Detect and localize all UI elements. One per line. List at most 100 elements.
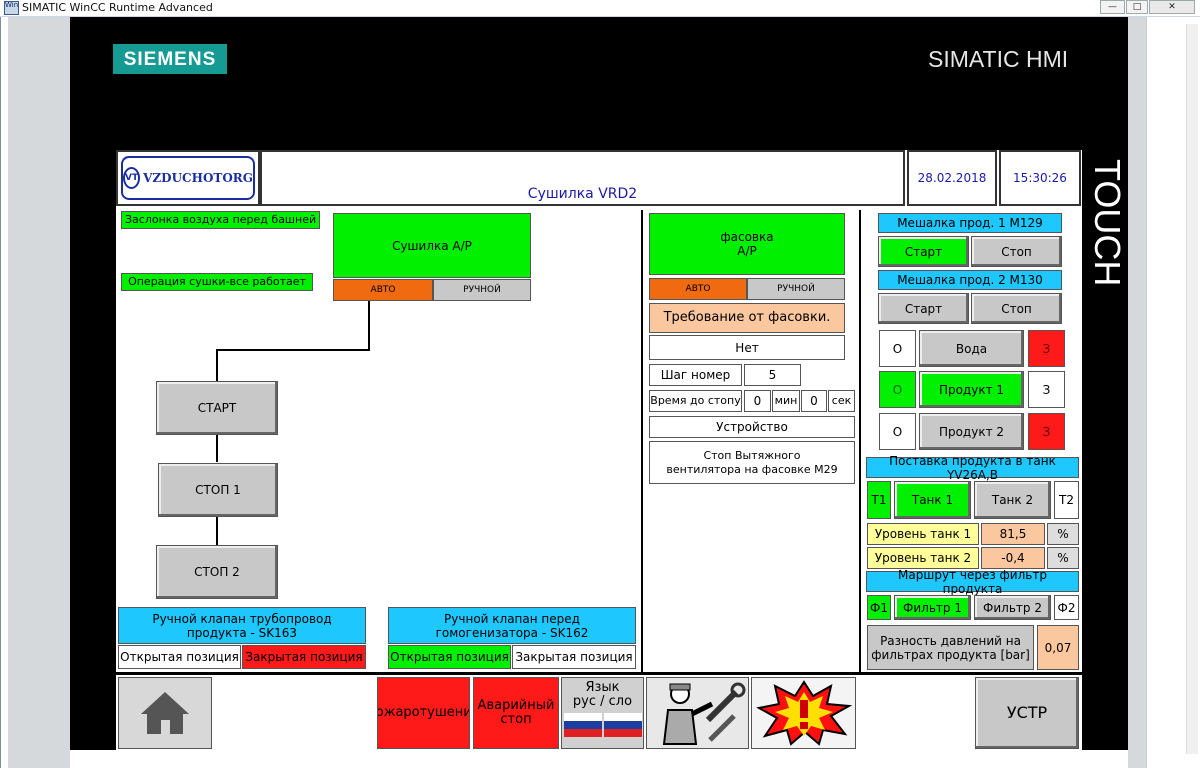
device-button[interactable]: УСТР xyxy=(975,677,1079,749)
status-damper-indicator: Заслонка воздуха перед башней xyxy=(121,211,320,229)
title-box: Сушилка VRD2 xyxy=(260,150,905,206)
time-seconds-value: 0 xyxy=(801,390,827,412)
step-number-value: 5 xyxy=(744,364,801,386)
mixer2-stop-button[interactable]: Стоп xyxy=(971,293,1062,324)
alarm-button[interactable] xyxy=(751,677,856,749)
water-open-indicator: О xyxy=(879,330,916,367)
product2-button[interactable]: Продукт 2 xyxy=(919,413,1024,450)
mixer2-start-button[interactable]: Старт xyxy=(878,293,969,324)
vzduchotorg-logo: VT VZDUCHOTORG xyxy=(121,156,255,200)
time-minutes-value: 0 xyxy=(744,390,771,412)
filter2-indicator: Ф2 xyxy=(1054,595,1079,620)
emergency-stop-line1: Аварийный xyxy=(477,698,555,713)
maximize-button[interactable]: □ xyxy=(1126,0,1148,14)
language-button[interactable]: Язык рус / сло xyxy=(561,677,644,749)
step-stop2[interactable]: СТОП 2 xyxy=(156,545,278,599)
tank2-button[interactable]: Танк 2 xyxy=(974,481,1051,519)
route-title: Маршрут через фильтр продукта xyxy=(866,568,1079,596)
level-tank1-label: Уровень танк 1 xyxy=(867,523,979,545)
valve-sk163-title-line2: продукта - SK163 xyxy=(186,625,298,640)
water-closed-indicator: З xyxy=(1028,330,1065,367)
pressure-diff-value: 0,07 xyxy=(1037,625,1079,670)
level-tank2-label: Уровень танк 2 xyxy=(867,547,979,569)
emergency-stop-button[interactable]: Аварийный стоп xyxy=(473,677,559,749)
tank1-button[interactable]: Танк 1 xyxy=(894,481,971,519)
scrollbar[interactable] xyxy=(1186,24,1198,754)
touch-label: TOUCH xyxy=(1087,159,1128,287)
device-label: Устройство xyxy=(649,416,855,438)
valve-sk162-title-line1: Ручной клапан перед xyxy=(444,611,580,626)
minutes-unit-label: мин xyxy=(772,390,800,412)
language-line1: Язык xyxy=(585,680,620,695)
valve-sk163-closed[interactable]: Закрытая позиция xyxy=(242,645,366,669)
product2-closed-indicator: З xyxy=(1028,413,1065,450)
window-title-bar: WinCC SIMATIC WinCC Runtime Advanced — □… xyxy=(0,0,1200,17)
close-button[interactable]: ✕ xyxy=(1149,0,1195,14)
fire-extinguishing-button[interactable]: Пожаротушение xyxy=(377,677,470,749)
logo-box: VT VZDUCHOTORG xyxy=(116,150,260,206)
step-start[interactable]: СТАРТ xyxy=(156,381,278,435)
technician-tools-icon xyxy=(662,682,745,745)
left-bezel-strip xyxy=(8,17,70,768)
dryer-auto-button[interactable]: АВТО xyxy=(333,279,433,301)
packing-auto-button[interactable]: АВТО xyxy=(649,278,747,300)
level-tank2-unit: % xyxy=(1047,547,1079,569)
dryer-manual-button[interactable]: РУЧНОЙ xyxy=(433,279,531,301)
seconds-unit-label: сек xyxy=(828,390,855,412)
pressure-diff-label-line2: фильтрах продукта [bar] xyxy=(871,647,1030,662)
mixer1-title: Мешалка прод. 1 M129 xyxy=(878,213,1062,233)
mixer1-stop-button[interactable]: Стоп xyxy=(971,236,1062,267)
service-button[interactable] xyxy=(646,677,749,749)
packing-request-value: Нет xyxy=(649,335,845,360)
product1-closed-indicator: З xyxy=(1028,371,1065,408)
connector-line xyxy=(368,301,370,351)
filter2-button[interactable]: Фильтр 2 xyxy=(974,595,1051,620)
level-tank1-unit: % xyxy=(1047,523,1079,545)
step-stop1[interactable]: СТОП 1 xyxy=(158,463,278,517)
language-line2: рус / сло xyxy=(572,694,633,709)
emergency-stop-line2: стоп xyxy=(500,712,532,727)
mixer2-title: Мешалка прод. 2 M130 xyxy=(878,270,1062,290)
window-frame-left xyxy=(0,17,8,768)
status-operation-indicator: Операция сушки-все работает xyxy=(121,273,313,291)
filter1-button[interactable]: Фильтр 1 xyxy=(894,595,971,620)
app-icon: WinCC xyxy=(4,1,19,15)
dryer-ar-button[interactable]: Сушилка А/Р xyxy=(333,213,531,278)
packing-label-line1: фасовка xyxy=(720,230,774,244)
mixer1-start-button[interactable]: Старт xyxy=(878,236,969,267)
level-tank2-value: -0,4 xyxy=(981,547,1045,569)
packing-ar-button[interactable]: фасовка А/Р xyxy=(649,213,845,275)
valve-sk163-open[interactable]: Открытая позиция xyxy=(118,645,241,669)
logo-text: VZDUCHOTORG xyxy=(143,171,253,185)
simatic-hmi-label: SIMATIC HMI xyxy=(928,46,1069,72)
pressure-diff-label-line1: Разность давлений на xyxy=(880,633,1021,648)
product2-open-indicator: О xyxy=(879,413,916,450)
time-display: 15:30:26 xyxy=(999,150,1081,206)
date-display: 28.02.2018 xyxy=(907,150,997,206)
step-number-label: Шаг номер xyxy=(649,364,742,386)
tank1-indicator: T1 xyxy=(867,481,891,519)
valve-sk162-open[interactable]: Открытая позиция xyxy=(388,645,511,669)
connector-line xyxy=(216,349,218,381)
home-icon xyxy=(141,692,189,734)
valve-sk162-closed[interactable]: Закрытая позиция xyxy=(512,645,636,669)
packing-label-line2: А/Р xyxy=(737,244,757,258)
valve-sk163-title: Ручной клапан трубопровод продукта - SK1… xyxy=(118,607,366,644)
slovak-flag-icon xyxy=(563,713,602,737)
siemens-logo: SIEMENS xyxy=(113,44,227,74)
connector-line xyxy=(216,517,218,545)
water-button[interactable]: Вода xyxy=(919,330,1024,367)
product1-button[interactable]: Продукт 1 xyxy=(919,371,1024,408)
packing-manual-button[interactable]: РУЧНОЙ xyxy=(747,278,845,300)
supply-title: Поставка продукта в танк YV26A,B xyxy=(866,454,1079,482)
home-button[interactable] xyxy=(118,677,212,749)
pressure-diff-label: Разность давлений на фильтрах продукта [… xyxy=(867,625,1034,670)
device-value: Стоп Вытяжного вентилятора на фасовке M2… xyxy=(649,441,855,484)
connector-line xyxy=(216,434,218,462)
time-to-stop-label: Время до стопу xyxy=(649,390,742,412)
minimize-button[interactable]: — xyxy=(1100,0,1125,14)
language-flags xyxy=(563,713,642,737)
russian-flag-icon xyxy=(603,713,642,737)
divider-left xyxy=(641,210,643,672)
fire-extinguishing-label: Пожаротушение xyxy=(377,705,469,720)
